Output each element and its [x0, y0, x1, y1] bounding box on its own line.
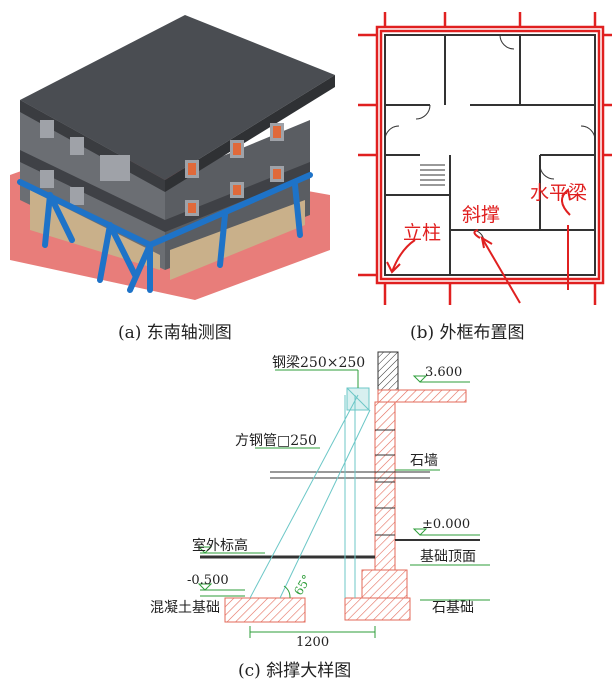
- elevation-zero: ±0.000: [422, 517, 471, 532]
- leader-lines: [200, 369, 490, 601]
- stone-foundation-lower: [344, 597, 411, 621]
- steel-beam-label: 钢梁250×250: [272, 355, 366, 371]
- plan-stair: [420, 164, 445, 186]
- roof-slab: [20, 15, 335, 180]
- brick-wall-left: [30, 190, 160, 270]
- foundation-top-label: 基础顶面: [420, 549, 476, 565]
- elevation-markers: [197, 375, 428, 591]
- floor-band-left: [20, 150, 165, 232]
- plan-red-frame: [358, 12, 612, 305]
- span-dimension: [249, 626, 376, 638]
- roof-edge-right: [165, 75, 335, 192]
- caption-c: (c) 斜撑大样图: [238, 661, 352, 681]
- elevation-neg: -0.500: [187, 573, 229, 588]
- elevation-top: 3.600: [425, 365, 463, 380]
- column-label: 立柱: [403, 222, 442, 244]
- wall-mortar-lines: [375, 429, 395, 536]
- angle-arc: [283, 585, 291, 599]
- brace-label: 斜撑: [462, 204, 501, 226]
- stone-foundation-upper: [361, 569, 408, 599]
- window-group-right: [185, 123, 284, 216]
- plan-walls: [384, 34, 596, 276]
- window-group-left: [40, 120, 130, 205]
- steel-tube-label: 方钢管□250: [235, 433, 317, 449]
- upper-wall-block: [377, 351, 399, 391]
- brick-wall-right: [170, 200, 305, 280]
- break-line: [270, 471, 430, 479]
- concrete-foundation-label: 混凝土基础: [150, 600, 220, 616]
- steel-frame: [17, 172, 313, 293]
- concrete-foundation: [224, 597, 306, 623]
- beam-label: 水平梁: [530, 182, 588, 204]
- outdoor-level-label: 室外标高: [192, 538, 248, 554]
- span-label: 1200: [296, 635, 330, 650]
- floor-slab: [377, 389, 467, 403]
- caption-a: (a) 东南轴测图: [118, 323, 232, 343]
- stone-wall: [374, 401, 396, 571]
- plan-arrows: [386, 187, 571, 304]
- steel-tube-brace: [249, 394, 371, 599]
- plan-doors: [384, 34, 596, 243]
- stone-foundation-label: 石基础: [432, 600, 474, 616]
- caption-b: (b) 外框布置图: [410, 323, 525, 343]
- stone-wall-label: 石墙: [410, 453, 438, 469]
